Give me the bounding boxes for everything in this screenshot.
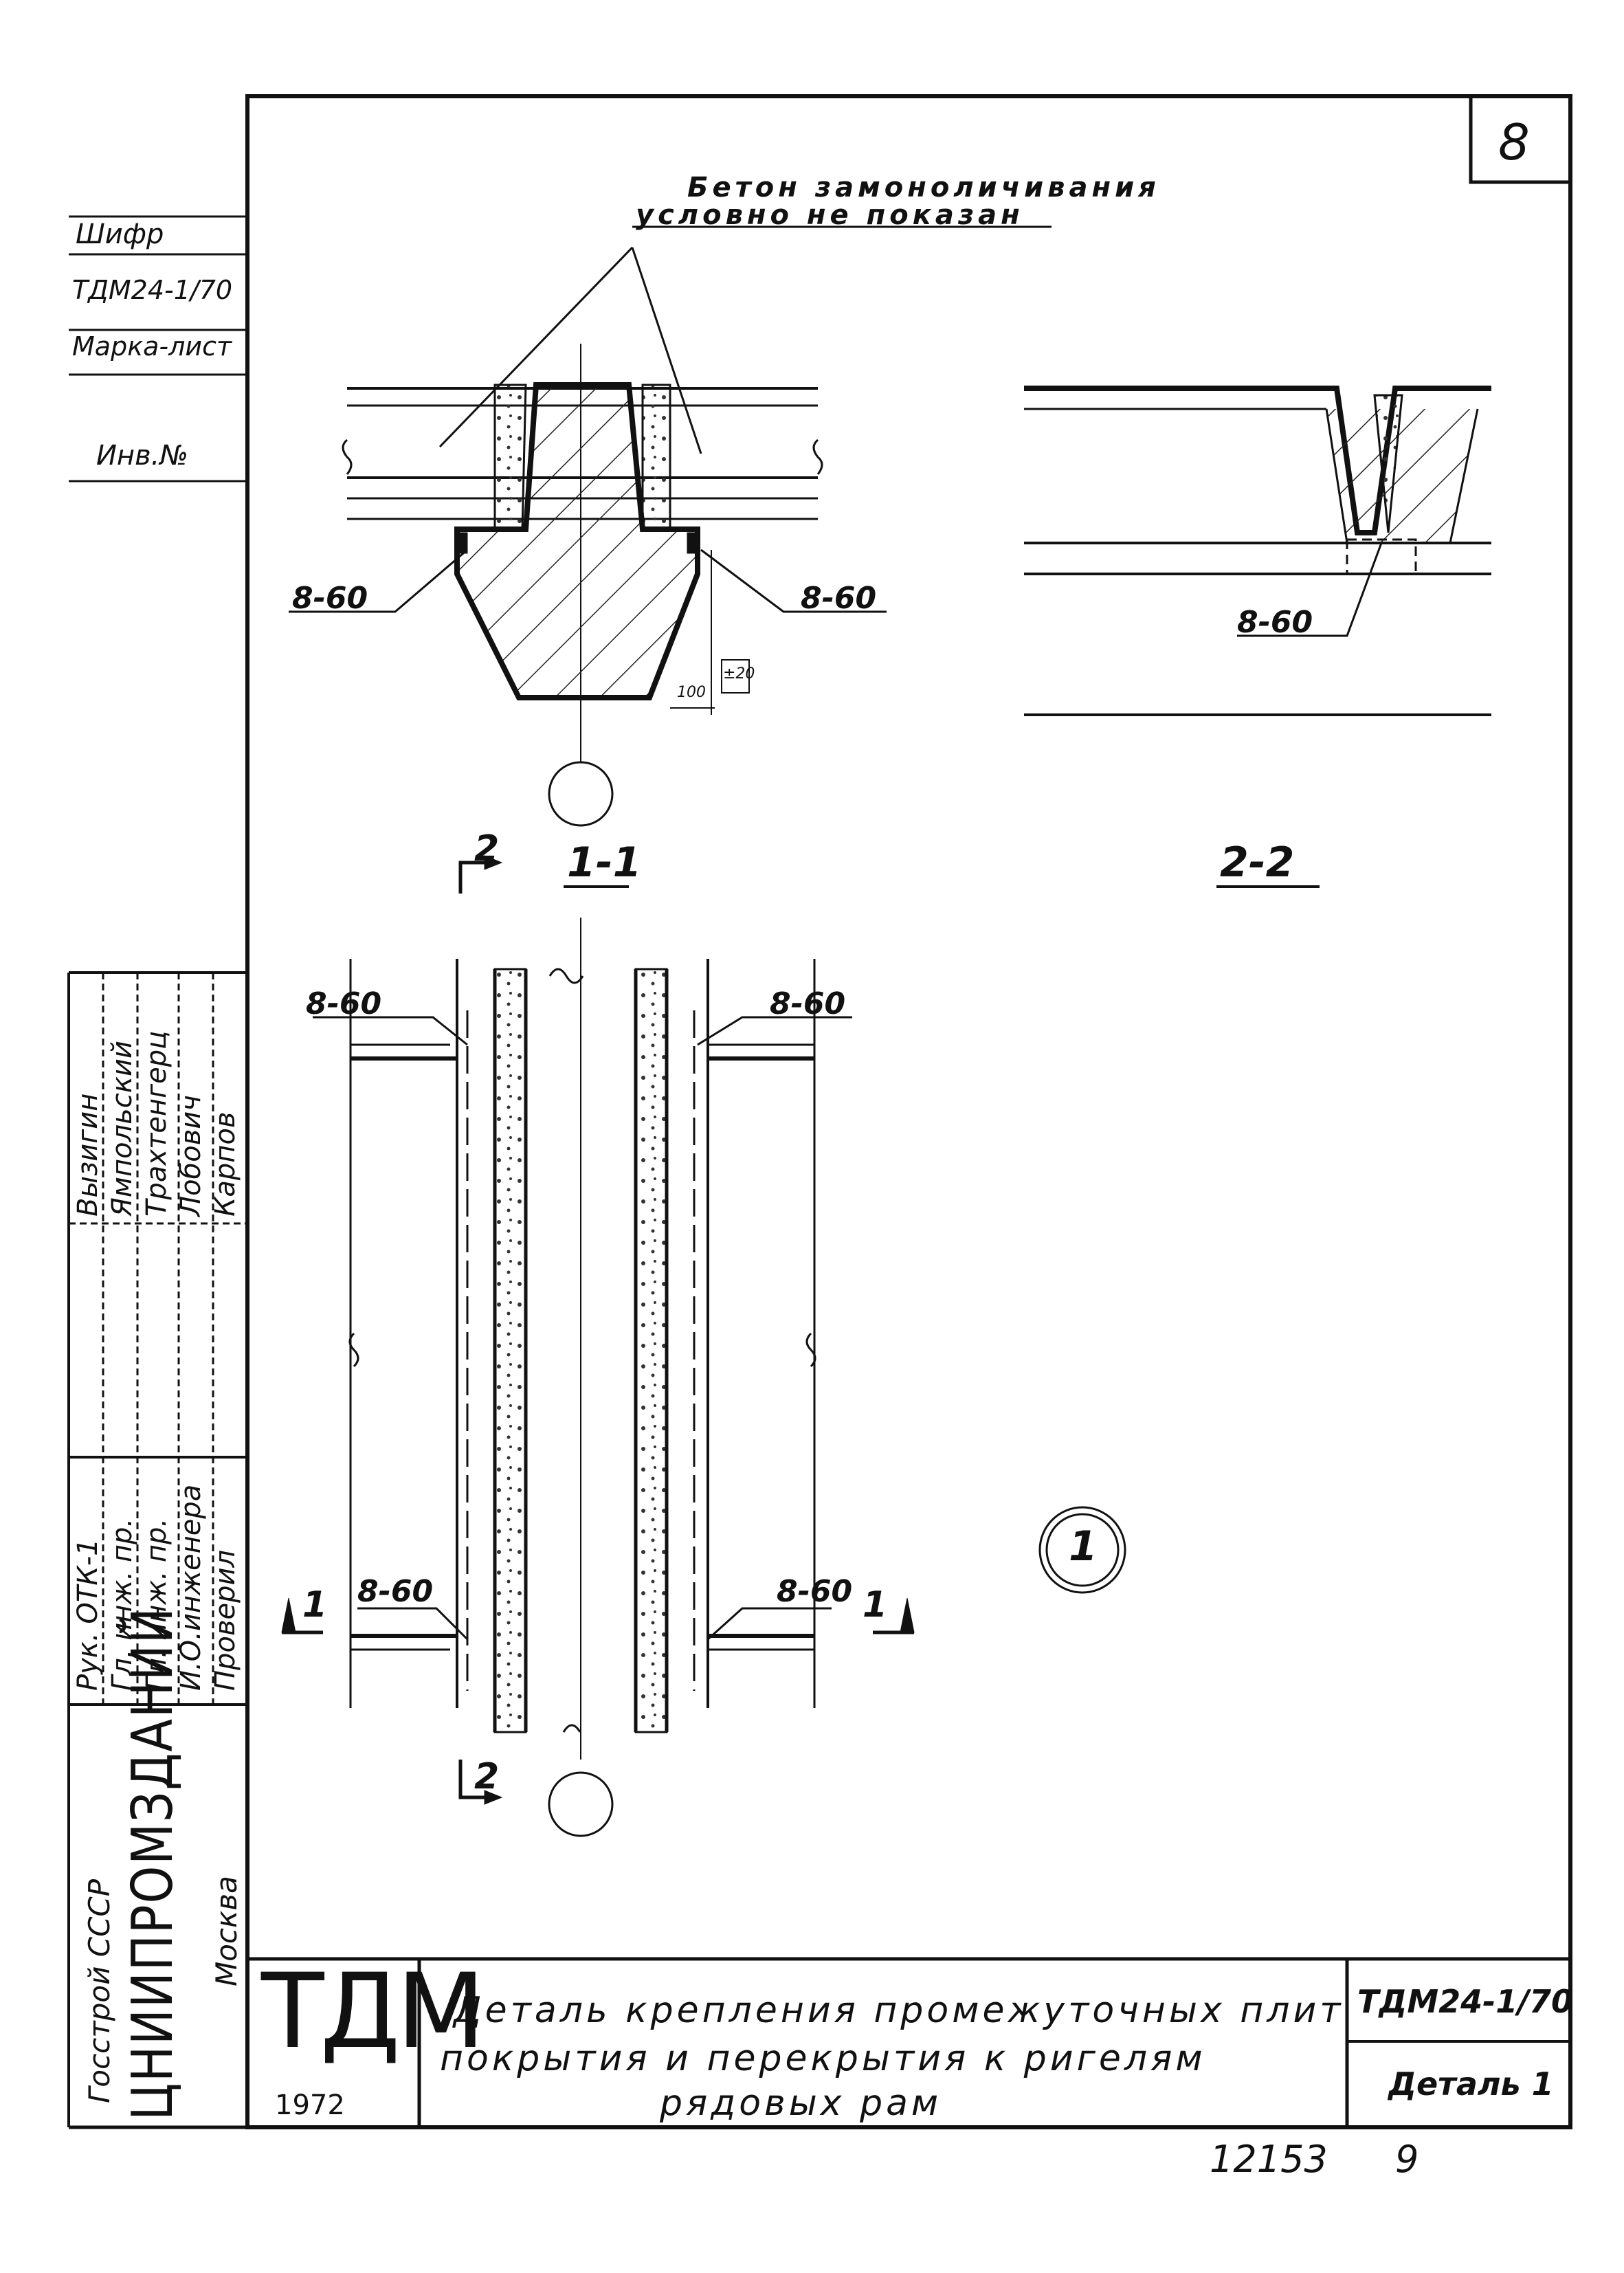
dim-20: ±20: [723, 665, 755, 683]
role-5: Проверил: [210, 1549, 241, 1691]
side-column-lines: [67, 215, 247, 2127]
weld-label-6: 8-60: [357, 1574, 434, 1609]
weld-label-7: 8-60: [777, 1574, 853, 1609]
dim-100: 100: [677, 684, 706, 701]
weld-label-3: 8-60: [1237, 605, 1313, 640]
shifr-value: ТДМ24-1/70: [72, 275, 233, 305]
archive-number: 12153: [1210, 2138, 1328, 2181]
detail-mark: 1: [1069, 1522, 1098, 1571]
tdm-logo: ТДМ: [261, 1952, 485, 2072]
role-1: Рук. ОТК-1: [72, 1538, 104, 1691]
section-1-1-drawing: [289, 344, 1320, 894]
marka-label: Марка-лист: [72, 331, 232, 362]
note-line-2: условно не показан: [636, 199, 1024, 231]
name-1: Вызигин: [72, 1093, 104, 1217]
sheet-frame: [69, 94, 1572, 2129]
title-code: ТДМ24-1/70: [1357, 1983, 1574, 2020]
cut-mark-1-right: 1: [863, 1584, 888, 1626]
weld-label-2: 8-60: [801, 581, 877, 616]
institute: ЦНИИПРОМЗДАНИЙ: [120, 1606, 186, 2120]
cut-mark-2-top: 2: [474, 828, 500, 869]
ministry: Госстрой СССР: [82, 1878, 116, 2103]
shifr-label: Шифр: [76, 219, 164, 250]
section-2-2-drawing: [1024, 386, 1491, 716]
section-1-1-label: 1-1: [567, 839, 642, 887]
page-number: 9: [1395, 2138, 1419, 2181]
weld-label-1: 8-60: [292, 581, 368, 616]
title-year: 1972: [275, 2089, 345, 2121]
section-2-2-label: 2-2: [1220, 839, 1295, 887]
note-leaders: [438, 225, 1052, 454]
inv-label: Инв.№: [96, 440, 188, 472]
name-5: Карпов: [210, 1111, 241, 1217]
title-detail: Деталь 1: [1388, 2065, 1554, 2103]
plan-view-drawing: [281, 918, 1126, 1837]
weld-label-4: 8-60: [306, 986, 382, 1021]
title-line-2: покрытия и перекрытия к ригелям: [440, 2038, 1206, 2079]
name-2: Ямпольский: [107, 1041, 138, 1217]
city: Москва: [210, 1876, 243, 1986]
cut-mark-1-left: 1: [302, 1584, 328, 1626]
cut-mark-2-bottom: 2: [474, 1756, 500, 1797]
name-3: Трахтенгерц: [141, 1030, 173, 1217]
name-4: Лобович: [175, 1095, 207, 1217]
title-line-1: Деталь крепления промежуточных плит: [454, 1990, 1344, 2031]
title-line-3: рядовых рам: [660, 2083, 942, 2124]
sheet-number: 8: [1498, 113, 1530, 171]
note-line-1: Бетон замоноличивания: [687, 172, 1160, 203]
title-block-lines: [247, 1957, 1570, 2127]
weld-label-5: 8-60: [770, 986, 846, 1021]
